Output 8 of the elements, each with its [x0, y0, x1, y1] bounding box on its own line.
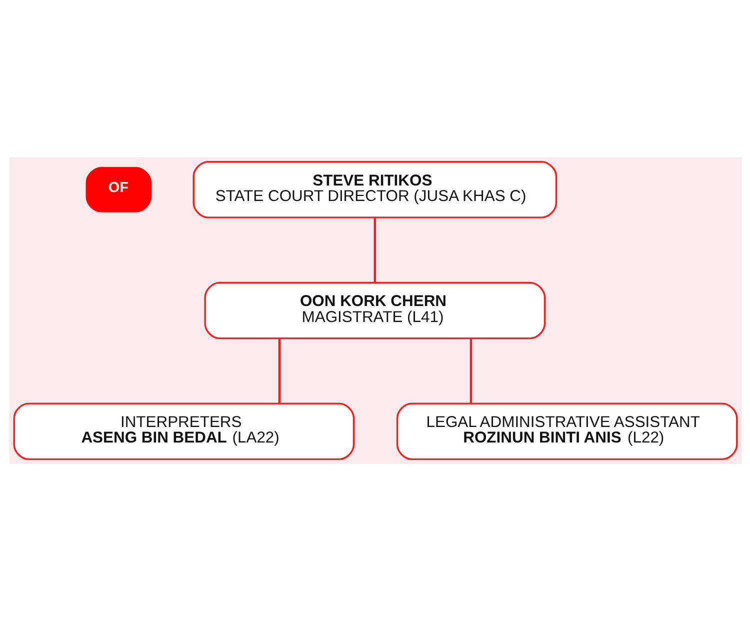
- node-box: OF: [85, 166, 152, 212]
- connector: [278, 338, 280, 403]
- node-box: OON KORK CHERN MAGISTRATE (L41): [204, 281, 546, 339]
- connector: [469, 338, 472, 403]
- connector: [373, 217, 376, 282]
- node-box: STEVE RITIKOS STATE COURT DIRECTOR (JUSA KHAS C): [192, 160, 557, 218]
- node-box: LEGAL ADMINISTRATIVE ASSISTANT ROZINUN BINTI ANIS (L22): [396, 402, 738, 460]
- node-box: INTERPRETERS ASENG BIN BEDAL (LA22): [12, 402, 354, 460]
